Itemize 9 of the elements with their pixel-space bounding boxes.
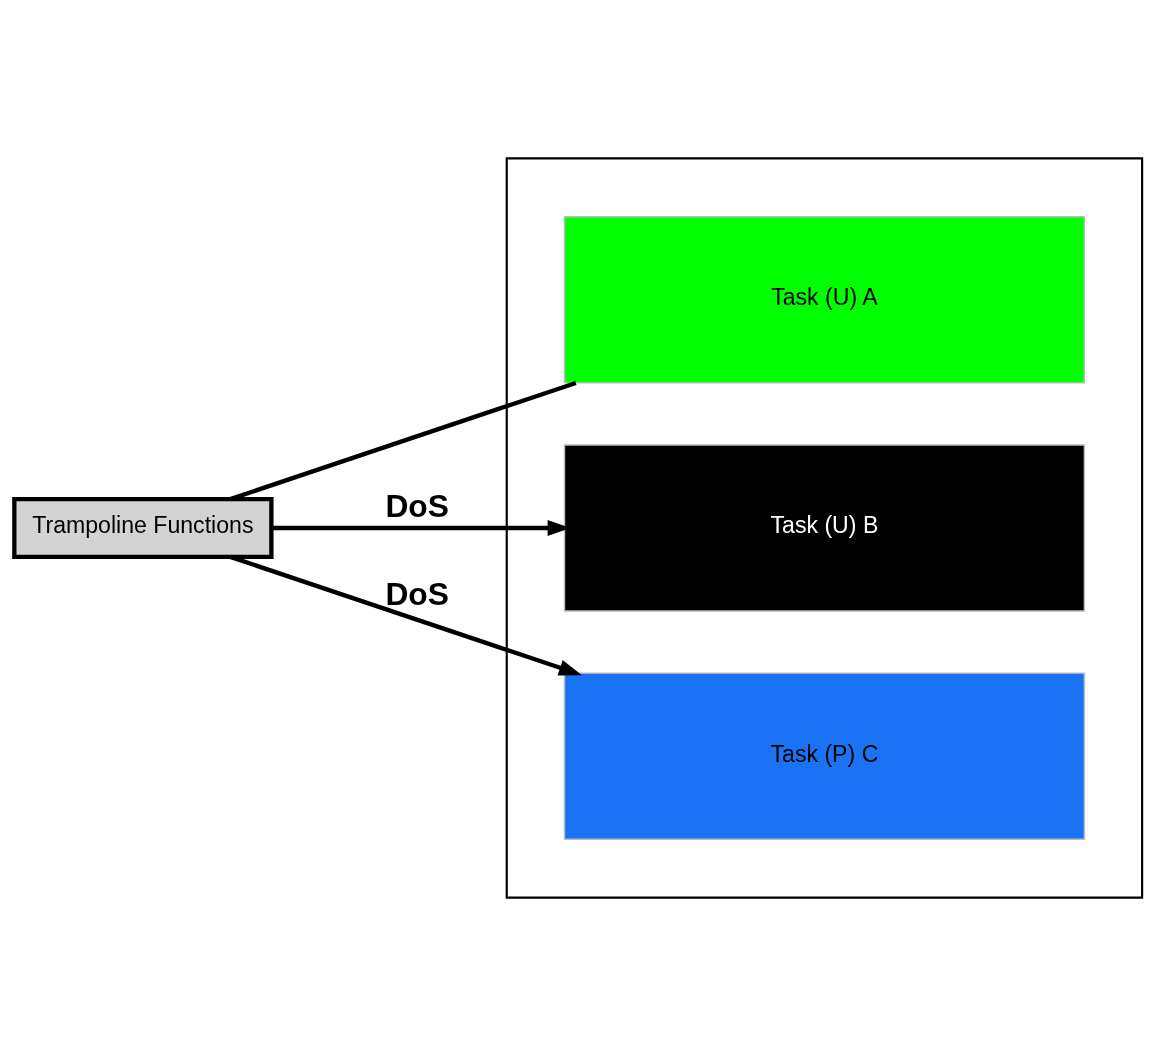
node-box: Task (U) B — [563, 443, 1086, 612]
edge-label: DoS — [385, 487, 449, 524]
node-box: Trampoline Functions — [12, 496, 274, 559]
connector — [229, 380, 577, 501]
cluster — [505, 156, 1144, 899]
edge-label: DoS — [385, 575, 449, 612]
node-box: Task (P) C — [563, 671, 1086, 840]
node-box: Task (U) A — [563, 215, 1086, 384]
arrow — [229, 554, 583, 675]
